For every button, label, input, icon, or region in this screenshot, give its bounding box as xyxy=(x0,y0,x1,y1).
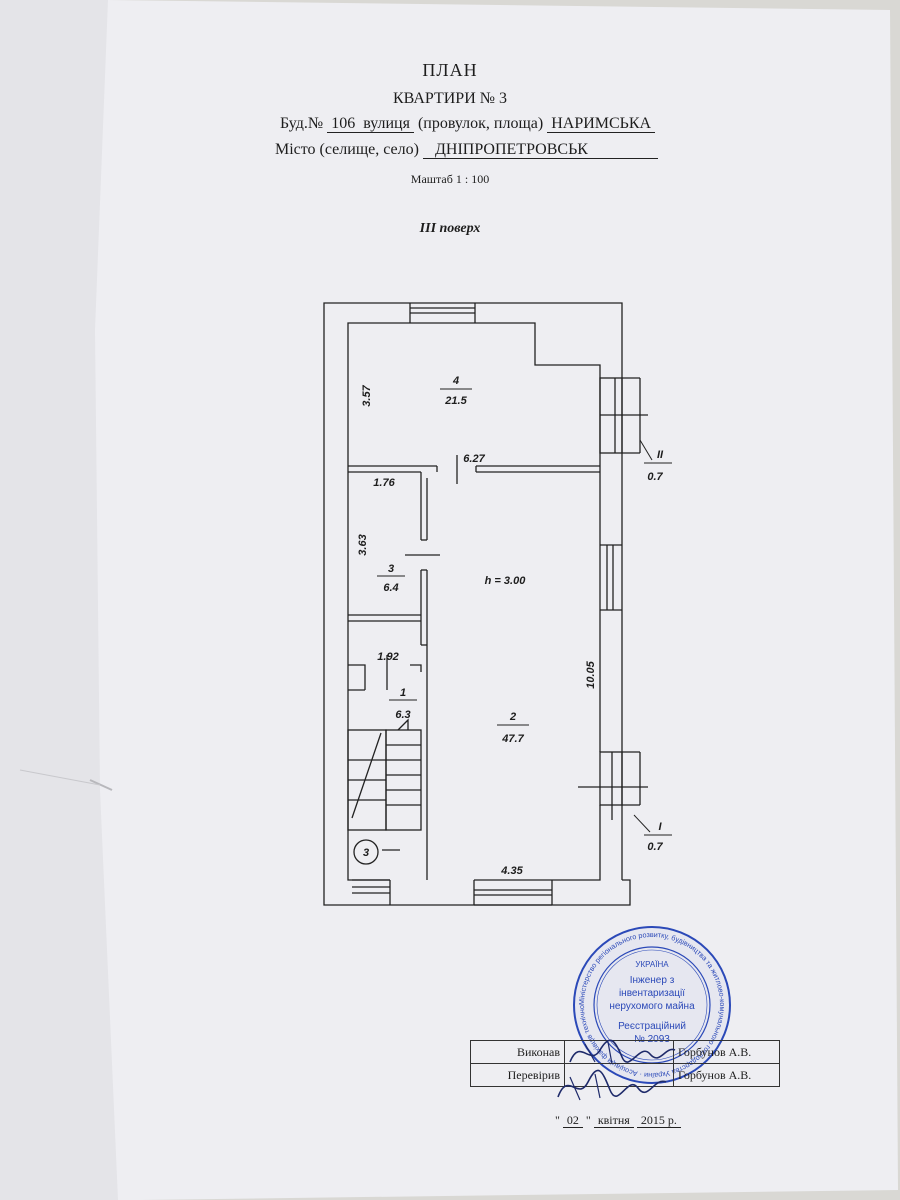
room4-area: 21.5 xyxy=(444,395,467,407)
signature-table: Виконав Горбунов А.В. Перевірив Горбунов… xyxy=(470,1040,780,1087)
room2-number: 2 xyxy=(509,711,516,723)
city-name: ДНІПРОПЕТРОВСЬК xyxy=(422,141,658,159)
ceiling-height: h = 3.00 xyxy=(485,575,527,587)
date-day: 02 xyxy=(562,1113,583,1128)
performed-name: Горбунов А.В. xyxy=(673,1040,780,1064)
checked-name: Горбунов А.В. xyxy=(673,1063,780,1087)
address-line: Буд.№ 106 вулиця (провулок, площа) НАРИМ… xyxy=(280,115,656,133)
stamp-role3: нерухомого майна xyxy=(609,1001,695,1012)
room1-area: 6.3 xyxy=(395,709,410,721)
room3-height-dim: 3.63 xyxy=(357,534,369,555)
signature-checked xyxy=(557,1069,667,1101)
room3-area: 6.4 xyxy=(383,582,398,594)
room2-height-dim: 10.05 xyxy=(585,660,597,688)
city-line: Місто (селище, село) ДНІПРОПЕТРОВСЬК xyxy=(275,141,658,159)
date-year: 2015 р. xyxy=(636,1113,681,1128)
room3-number: 3 xyxy=(388,563,394,575)
stamp-role: Інженер з xyxy=(630,975,675,986)
balcony-ii-area: 0.7 xyxy=(647,471,663,483)
balcony-ii-number: II xyxy=(657,449,664,461)
street-label: вулиця xyxy=(363,115,410,132)
room4-number: 4 xyxy=(452,375,459,387)
stamp-reg-number: № 2093 xyxy=(634,1034,670,1045)
date-line: " 02 " квітня 2015 р. xyxy=(555,1113,681,1128)
stair-mark: 3 xyxy=(363,847,369,859)
signature-performed xyxy=(569,1039,676,1065)
performed-label: Виконав xyxy=(470,1040,565,1064)
balcony-i-area: 0.7 xyxy=(647,841,663,853)
room2-area: 47.7 xyxy=(501,733,524,745)
room1-number: 1 xyxy=(400,687,406,699)
plan-title: ПЛАН xyxy=(422,60,478,80)
room4-height-dim: 3.57 xyxy=(361,384,373,406)
building-number: 106 вулиця xyxy=(327,115,414,133)
balcony-i-number: I xyxy=(658,821,662,833)
stamp-country: УКРАЇНА xyxy=(635,960,669,969)
apartment-subtitle: КВАРТИРИ № 3 xyxy=(392,90,508,107)
stamp-role2: інвентаризації xyxy=(619,988,685,999)
building-label: Буд.№ xyxy=(280,115,324,132)
street-types: (провулок, площа) xyxy=(417,115,544,132)
street-name: НАРИМСЬКА xyxy=(547,115,656,133)
scale-label: Маштаб 1 : 100 xyxy=(410,172,490,186)
stamp-reg-label: Реєстраційний xyxy=(618,1021,686,1032)
floor-label: III поверх xyxy=(419,221,481,236)
room1-width-dim: 1.92 xyxy=(377,651,398,663)
room3-width-dim: 1.76 xyxy=(373,477,395,489)
room4-width-dim: 6.27 xyxy=(463,453,485,465)
room2-width-dim: 4.35 xyxy=(500,865,523,877)
city-label: Місто (селище, село) xyxy=(275,141,419,158)
date-month: квітня xyxy=(593,1113,634,1128)
